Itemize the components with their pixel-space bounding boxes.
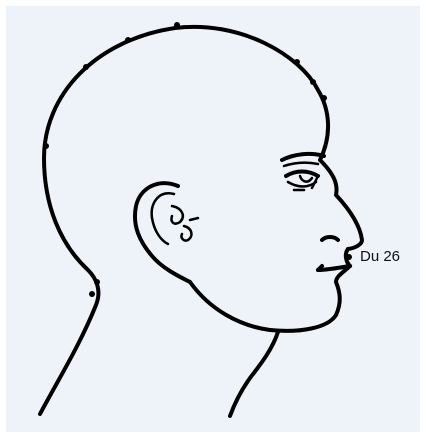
acupoint-dot xyxy=(294,59,300,65)
eyebrow-lower xyxy=(284,163,318,166)
eye-pupil xyxy=(300,176,312,182)
ear-antitragus xyxy=(190,218,198,220)
acupoint-dot xyxy=(174,22,180,28)
acupoint-dot xyxy=(321,95,327,101)
ear-concha xyxy=(171,206,182,224)
head-outline xyxy=(40,27,362,414)
acupoint-label: Du 26 xyxy=(360,248,400,266)
acupoint-dot xyxy=(310,79,316,85)
acupoint-dot xyxy=(89,291,95,297)
front-neck xyxy=(230,332,278,416)
acupoint-dot xyxy=(94,279,100,285)
lower-lip-chin xyxy=(270,266,350,331)
mouth-corner xyxy=(318,266,322,270)
acupoint-du26-dot xyxy=(346,254,352,260)
ear-tragus xyxy=(181,226,191,241)
eye-upper-lid xyxy=(286,172,318,177)
nostril xyxy=(322,237,338,240)
acupoint-dot xyxy=(125,37,131,43)
acupoint-dot xyxy=(83,64,89,70)
eyebrow xyxy=(282,154,324,160)
acupoint-dot xyxy=(43,143,49,149)
jaw-line xyxy=(190,282,270,330)
ear-outer xyxy=(135,183,190,282)
